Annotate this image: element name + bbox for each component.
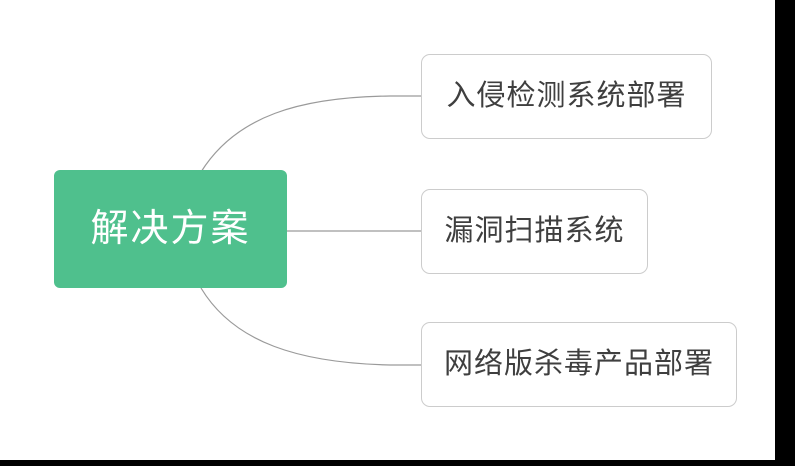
- child-node-2-label: 网络版杀毒产品部署: [443, 348, 714, 380]
- child-node-1-label: 漏洞扫描系统: [444, 215, 625, 247]
- mindmap-child-node-2[interactable]: 网络版杀毒产品部署: [421, 322, 737, 407]
- child-node-0-label: 入侵检测系统部署: [446, 80, 687, 112]
- root-node-label: 解决方案: [90, 208, 251, 250]
- mindmap-child-node-0[interactable]: 入侵检测系统部署: [421, 54, 712, 139]
- window-right-edge: [775, 0, 795, 466]
- mindmap-child-node-1[interactable]: 漏洞扫描系统: [421, 189, 648, 274]
- mindmap-root-node[interactable]: 解决方案: [54, 170, 287, 288]
- window-bottom-edge: [0, 460, 795, 466]
- mindmap-surface[interactable]: 解决方案 入侵检测系统部署 漏洞扫描系统 网络版杀毒产品部署: [0, 0, 775, 460]
- connector-to-child-0: [200, 95, 421, 173]
- connector-to-child-2: [200, 287, 421, 366]
